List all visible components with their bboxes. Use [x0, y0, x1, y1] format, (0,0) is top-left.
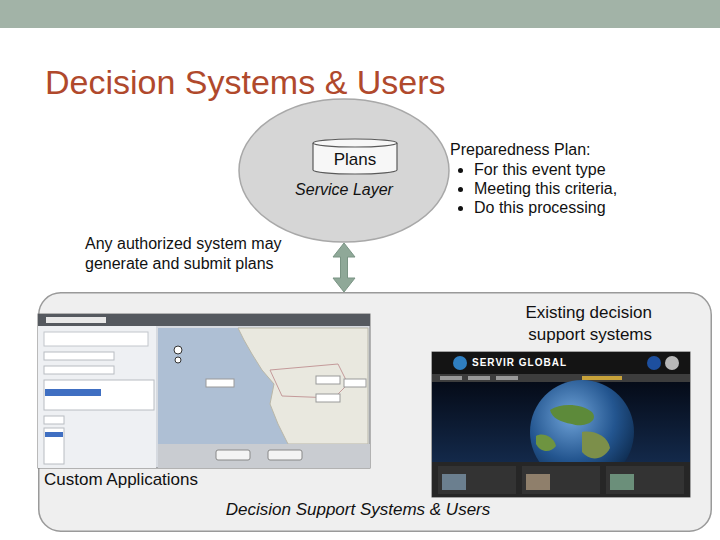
panel-outline	[39, 293, 712, 532]
illustration-shape	[44, 380, 154, 410]
slide-title: Decision Systems & Users	[45, 62, 446, 103]
illustration-shape	[610, 474, 634, 490]
illustration-shape	[432, 352, 690, 497]
panel-caption: Decision Support Systems & Users	[188, 500, 528, 520]
site-logo-text: SERVIR GLOBAL	[472, 357, 567, 369]
illustration-shape	[38, 326, 156, 468]
decision-systems-panel: Decision Support Systems & Users Custom …	[38, 292, 712, 532]
illustration-shape	[647, 356, 661, 370]
plan-heading: Preparedness Plan:	[450, 140, 591, 159]
illustration-shape	[44, 416, 64, 424]
existing-system-screenshot: Existing decision support systemsSERVIR …	[432, 352, 690, 497]
illustration-shape	[46, 317, 106, 323]
illustration-shape	[432, 374, 690, 382]
illustration-shape	[440, 376, 462, 380]
plans-database: Plans	[312, 138, 398, 176]
illustration-shape	[45, 432, 63, 437]
illustration-shape	[45, 389, 101, 396]
illustration-shape	[582, 376, 622, 380]
illustration-shape	[174, 346, 182, 354]
service-ellipse: Service Layer Plans	[238, 98, 450, 243]
illustration-shape	[606, 466, 684, 494]
illustration-shape	[582, 432, 610, 459]
plan-bullet: Do this processing	[474, 198, 617, 217]
illustration-shape	[158, 328, 368, 444]
illustration-shape	[316, 376, 340, 384]
screenshot-caption: Custom Applications	[44, 470, 198, 490]
illustration-shape	[316, 394, 340, 402]
illustration-shape	[442, 474, 466, 490]
illustration-shape	[432, 462, 690, 497]
illustration-shape	[206, 379, 234, 387]
illustration-shape	[38, 314, 370, 468]
illustration-shape	[44, 352, 114, 360]
ellipse-outline	[239, 99, 449, 242]
illustration-shape	[522, 466, 600, 494]
illustration-shape	[270, 364, 348, 398]
illustration-shape	[268, 450, 302, 460]
layer-name: Service Layer	[238, 180, 450, 199]
plan-bullet: For this event type	[474, 160, 617, 179]
cylinder-rim	[313, 143, 397, 147]
illustration-shape	[468, 376, 490, 380]
double-arrow	[333, 243, 355, 292]
top-band	[0, 0, 720, 28]
illustration-shape	[665, 356, 679, 370]
store-name: Plans	[312, 150, 398, 169]
illustration-shape	[344, 379, 366, 387]
illustration-shape	[44, 428, 64, 464]
illustration-shape	[526, 474, 550, 490]
illustration-shape	[550, 405, 594, 425]
illustration-shape	[438, 466, 516, 494]
illustration-shape	[453, 356, 467, 370]
submission-note: Any authorized system may generate and s…	[85, 234, 320, 274]
custom-app-screenshot: Custom Applications	[38, 314, 370, 468]
plan-bullet: Meeting this criteria,	[474, 179, 617, 198]
illustration-shape	[175, 357, 181, 363]
cylinder-body	[313, 139, 397, 174]
screenshot-caption: Existing decision support systems	[512, 302, 652, 346]
illustration-shape	[216, 450, 250, 460]
illustration-shape	[238, 328, 368, 444]
illustration-shape	[496, 376, 518, 380]
illustration-shape	[536, 434, 556, 451]
illustration-shape	[158, 444, 370, 468]
app-screenshot	[38, 314, 370, 468]
website-screenshot	[432, 352, 690, 497]
illustration-shape	[38, 314, 370, 326]
plan-bullet-list: For this event typeMeeting this criteria…	[450, 160, 617, 217]
illustration-shape	[432, 352, 690, 374]
illustration-shape	[44, 332, 148, 346]
illustration-shape	[44, 366, 114, 374]
